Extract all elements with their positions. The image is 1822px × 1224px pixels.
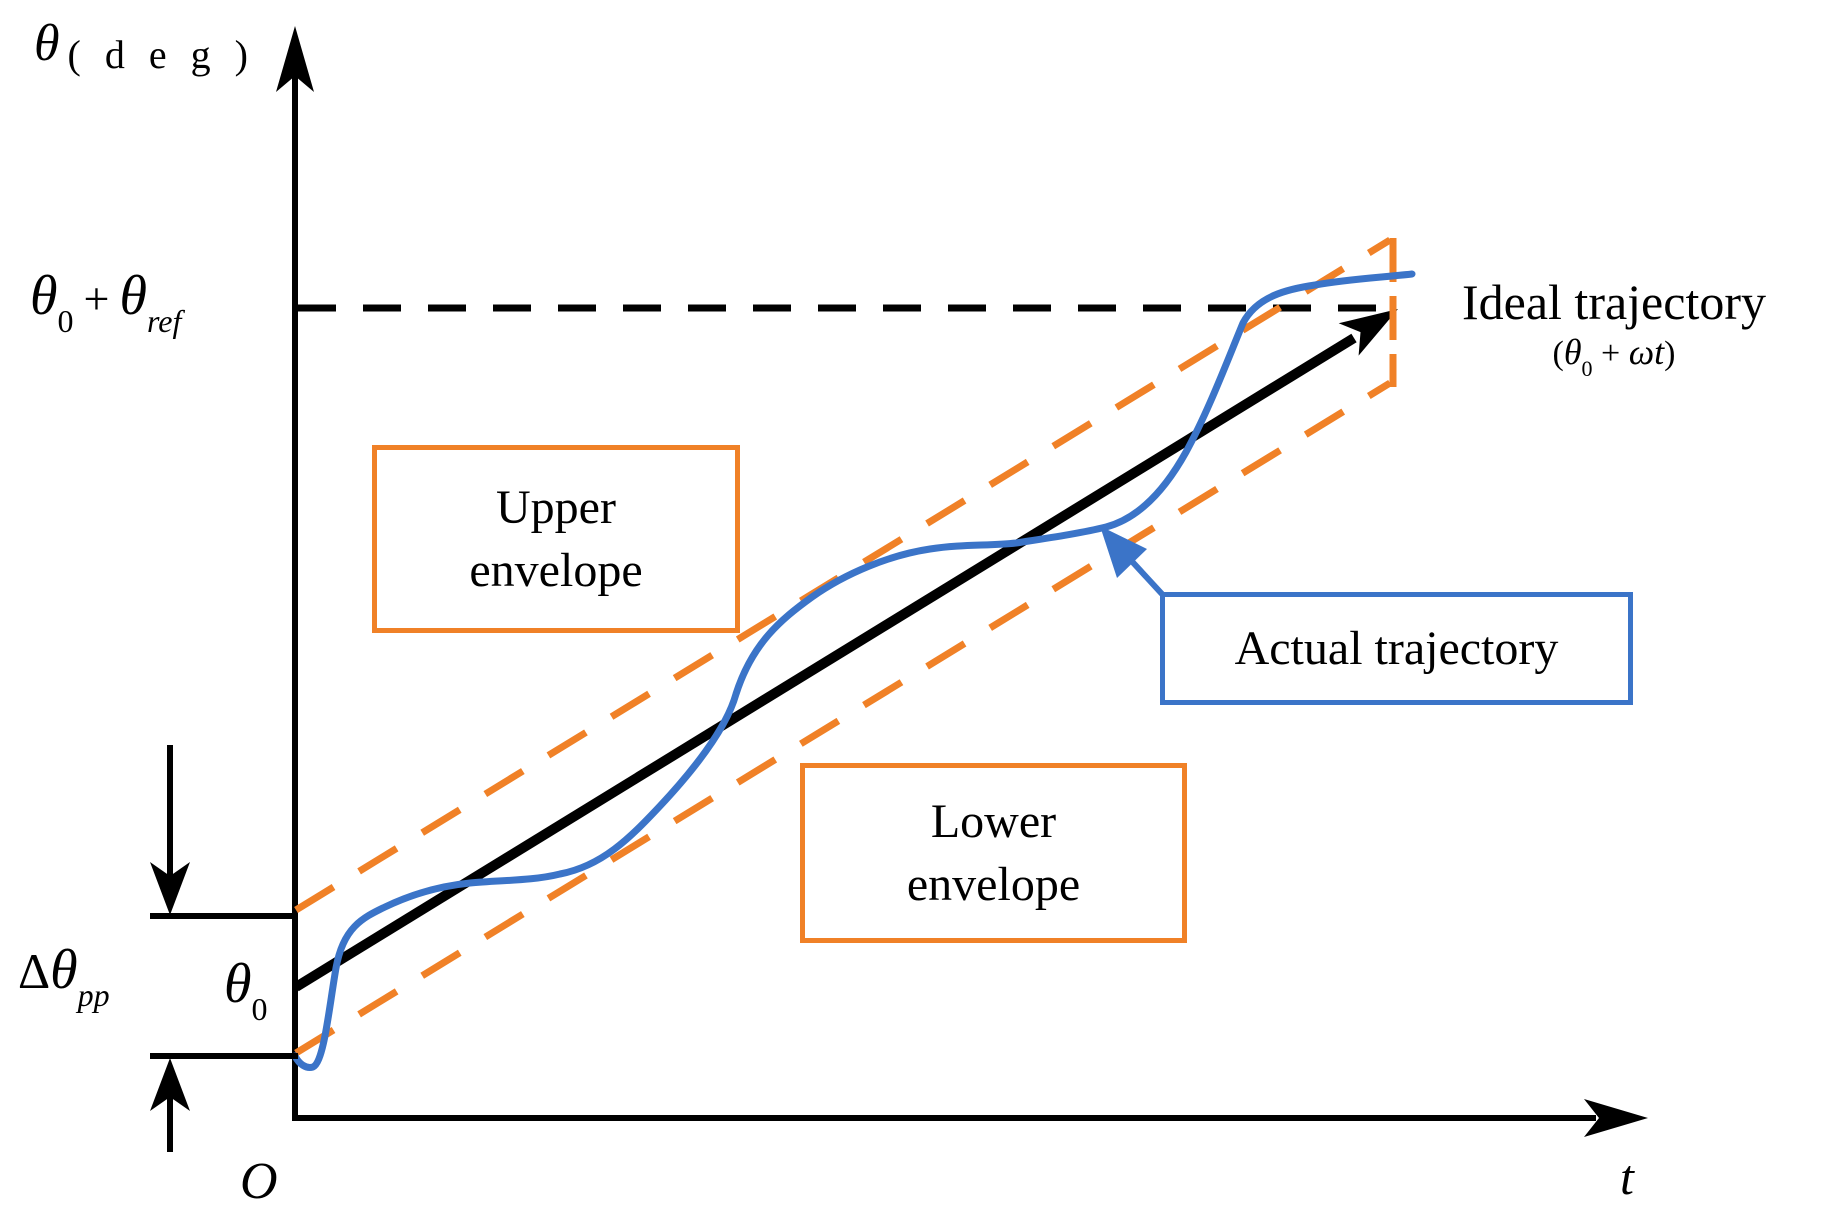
delta-pp-subscript: pp [77,977,110,1013]
actual-trajectory-box: Actual trajectory [1160,592,1633,705]
actual-trajectory-label: Actual trajectory [1234,622,1559,675]
theta-zero-subscript: 0 [251,991,268,1027]
formula-plus: + [1601,334,1621,372]
y-axis-units: ( d e g ) [67,32,255,77]
delta-symbol: Δ [18,943,51,999]
y-axis-theta-symbol: θ [34,15,60,72]
formula-open-paren: ( [1552,334,1564,372]
x-axis-arrowhead [1584,1099,1648,1137]
delta-pp-down-arrowhead [150,862,190,915]
origin-label: O [240,1153,278,1210]
delta-pp-label: Δθpp [18,939,110,1011]
lower-envelope-label-line2: envelope [906,858,1081,911]
formula-theta-subscript: 0 [1581,355,1593,381]
ref-level-label: θ0+θref [30,265,181,337]
upper-envelope-label-line2: envelope [469,544,643,597]
ref-theta-ref-subscript: ref [146,303,182,339]
lower-envelope-label-line1: Lower [930,794,1057,848]
ideal-trajectory-line [293,333,1357,992]
theta-zero-label: θ0 [224,953,268,1025]
x-axis-label: t [1620,1149,1634,1205]
ref-theta-ref-symbol: θ [119,265,147,327]
delta-theta-symbol: θ [50,939,78,1001]
ref-theta-subscript: 0 [57,303,74,339]
y-axis-label: θ( d e g ) [34,14,255,77]
ideal-trajectory-label: Ideal trajectory (θ0 + ωt) [1424,274,1804,381]
ideal-trajectory-arrowhead [1338,309,1398,356]
theta-zero-symbol: θ [224,953,252,1015]
formula-t: t [1654,331,1665,372]
ideal-trajectory-title: Ideal trajectory [1462,274,1766,330]
delta-pp-up-arrowhead [150,1058,190,1111]
y-axis-arrowhead [276,26,314,92]
lower-envelope-box: Lower envelope [800,763,1187,943]
callout-arrowhead [1100,526,1147,578]
upper-envelope-box: Upper envelope [372,445,740,633]
lower-envelope-dashed-line [294,380,1392,1056]
actual-trajectory-curve [291,270,1416,1071]
ref-theta-symbol: θ [30,265,58,327]
ref-plus-sign: + [83,273,110,324]
ideal-trajectory-formula: (θ0 + ωt) [1424,331,1804,381]
upper-envelope-dashed-line [294,237,1392,913]
formula-omega: ω [1628,331,1655,372]
formula-close-paren: ) [1664,334,1676,372]
upper-envelope-label-line1: Upper [496,480,616,534]
formula-theta: θ [1563,331,1582,372]
